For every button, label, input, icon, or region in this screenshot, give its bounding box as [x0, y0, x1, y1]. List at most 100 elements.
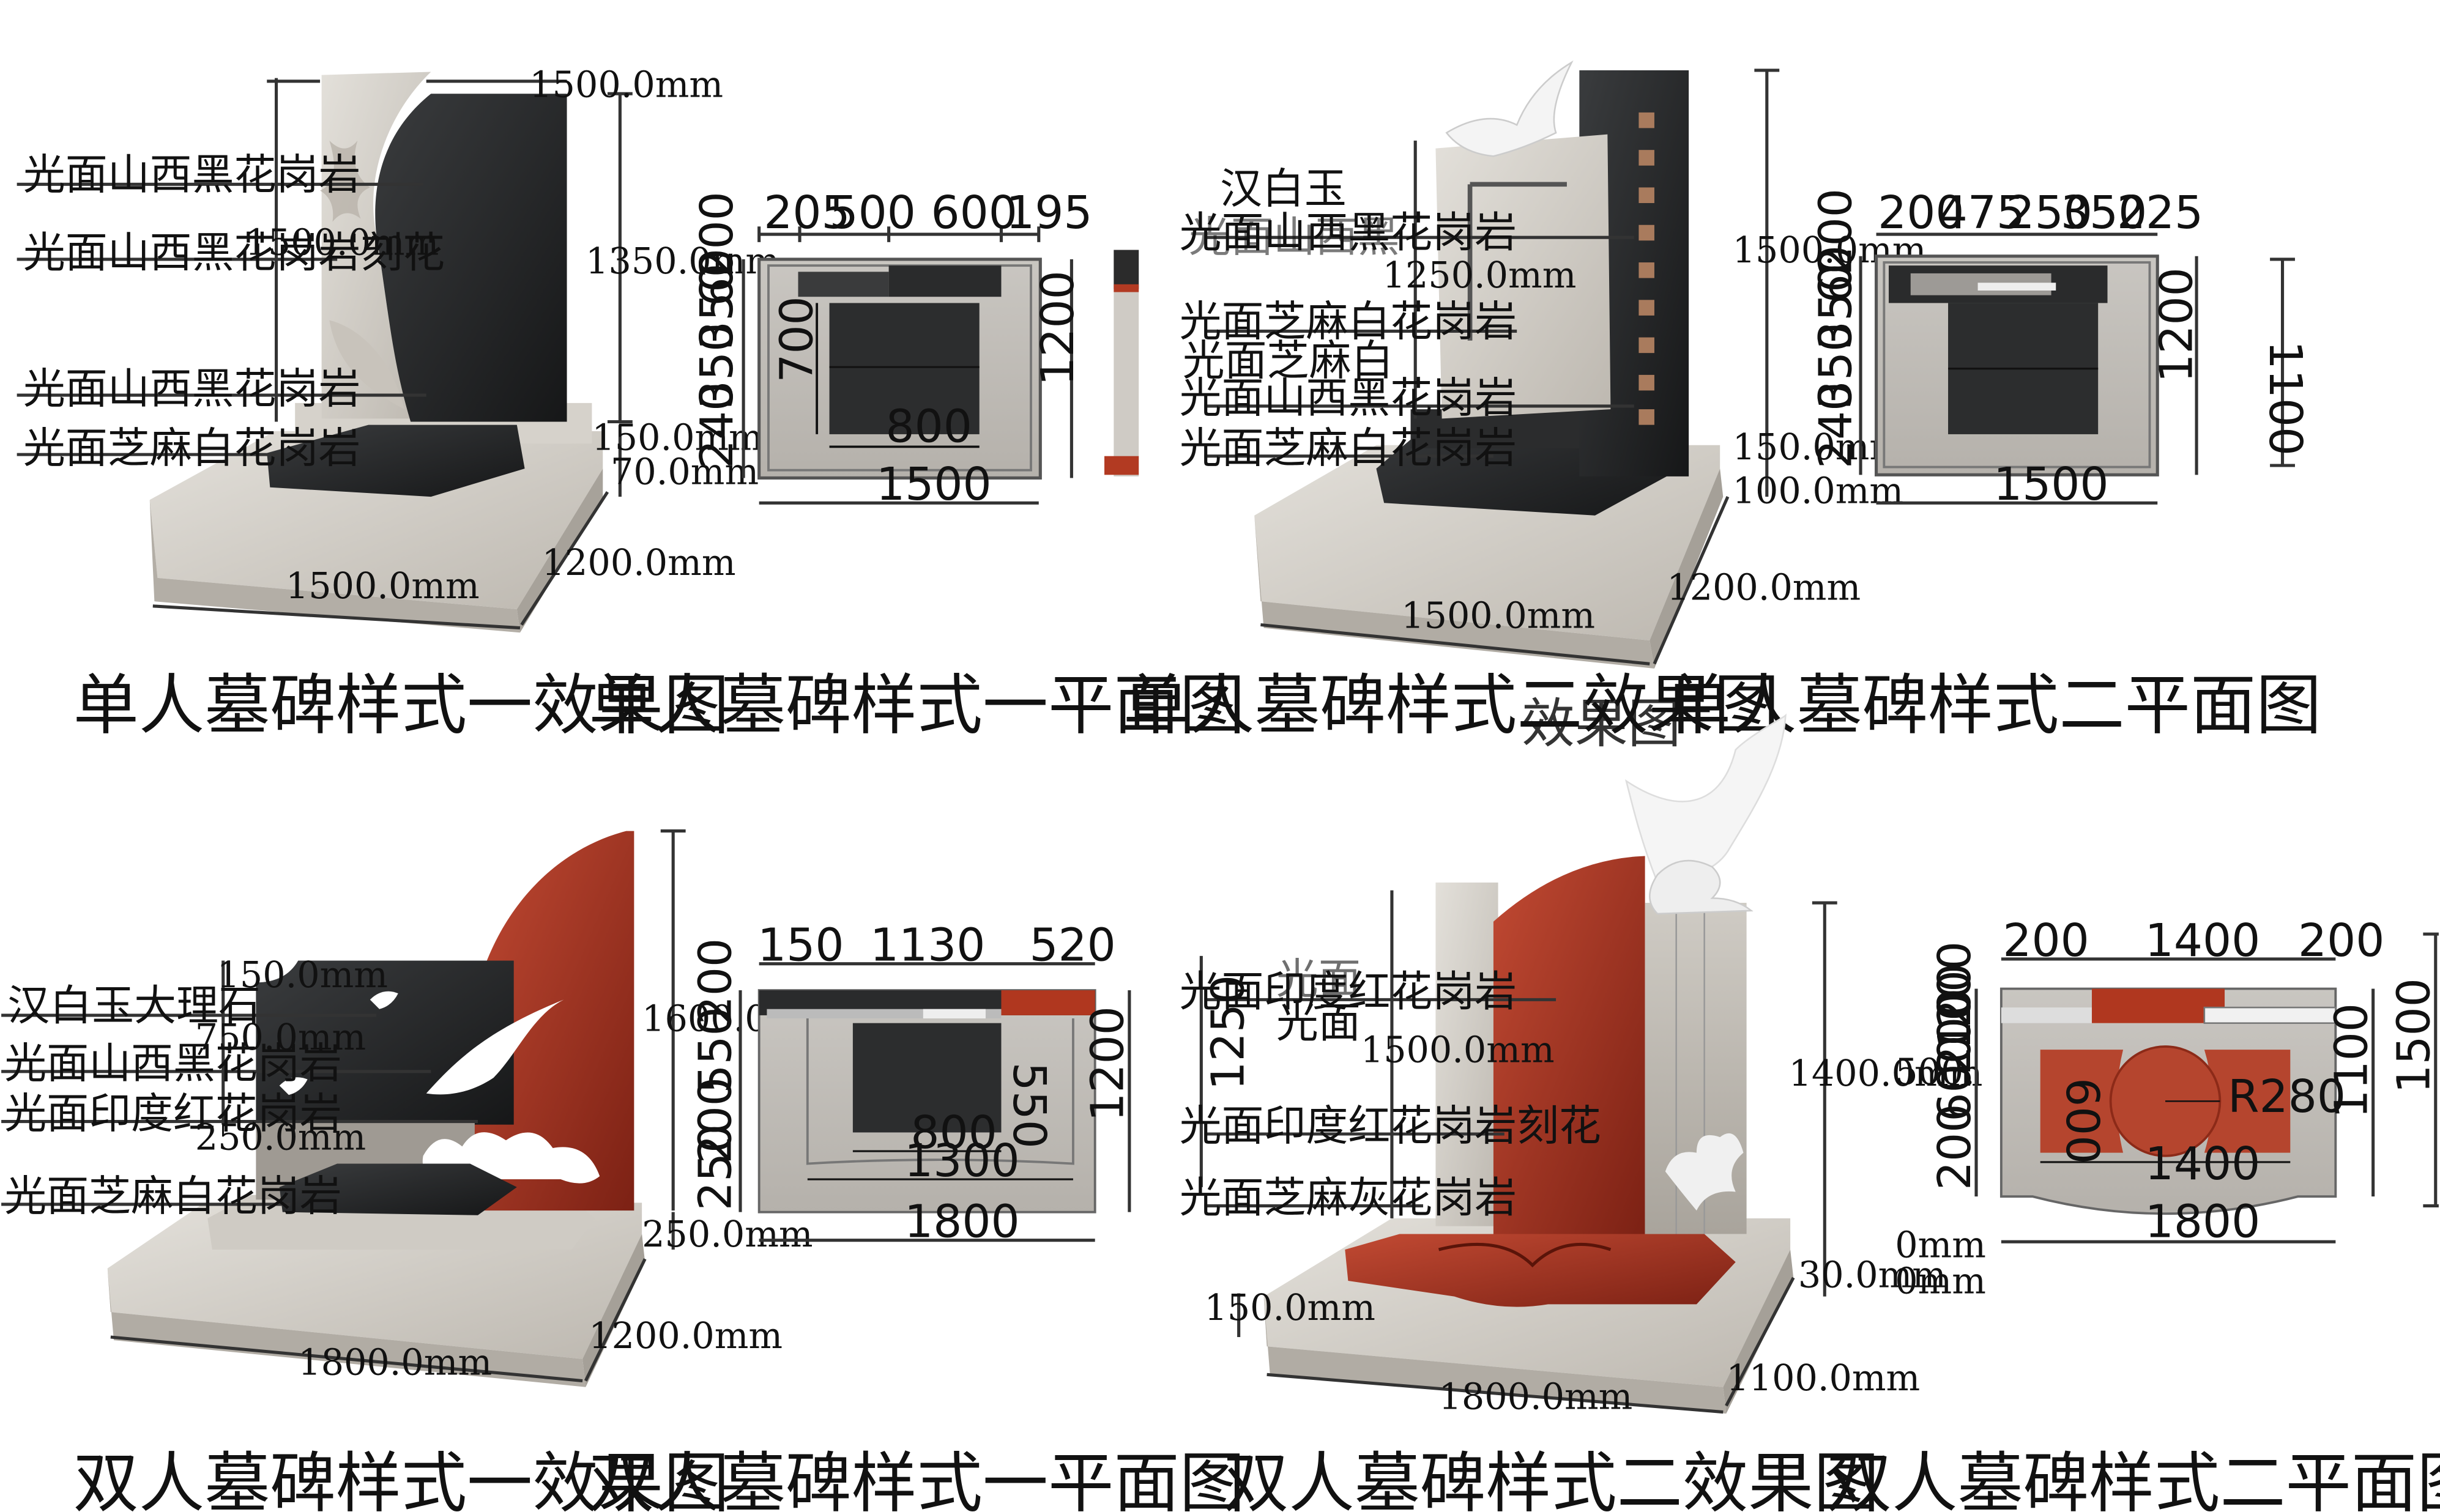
- carved-flower-icon: [320, 140, 370, 222]
- label-7: 光面芝麻白花岗岩: [1180, 424, 1517, 473]
- panel-double-style1-render: 汉白玉大理石 光面山西黑花岗岩 光面印度红花岗岩 光面芝麻白花岗岩 150.0m…: [1, 829, 836, 1512]
- plan-dim-left-4: 250: [690, 1124, 742, 1210]
- plan-dim-inner-w2: 1300: [904, 1135, 1019, 1187]
- label-3: 光面山西黑: [1189, 213, 1400, 262]
- plan-dim-inner-w: 800: [910, 1106, 997, 1159]
- dim-stele-height: 1350.0mm: [586, 240, 779, 282]
- leaf-carving-icon: [329, 320, 404, 410]
- plan-dim-top-3: 250: [2006, 187, 2092, 239]
- label-2: 光面山西黑花岗岩: [1180, 208, 1517, 257]
- label-2: 光面: [1276, 955, 1361, 1004]
- label-1: 汉白玉大理石: [7, 982, 261, 1031]
- label-4: 光面芝麻白花岗岩: [4, 1172, 342, 1221]
- plan-dim-right: 1200: [1032, 270, 1084, 385]
- base-slab-side: [516, 469, 603, 633]
- label-2: 光面山西黑花岗岩: [4, 1039, 342, 1088]
- black-stele: [375, 94, 567, 422]
- dim-5: 250.0mm: [642, 1213, 813, 1255]
- label-3: 光面山西黑花岗岩: [23, 365, 361, 413]
- label-5: 光面芝麻灰花岗岩: [1180, 1174, 1517, 1223]
- panel-double-style2-plan: R280 600 1400 200 1400 200 200 100 200 6…: [1826, 914, 2440, 1512]
- plan-dim-top-4: 350: [2061, 187, 2147, 239]
- dim-1: 1250.0mm: [1383, 254, 1577, 296]
- plan-dim-left-1: 200: [690, 938, 742, 1025]
- plan-dim-right2: 1100: [2259, 341, 2312, 456]
- caption-3b: 效果图: [1522, 693, 1681, 755]
- dim-3: 1400.0mm: [1789, 1052, 1983, 1094]
- plan-dim-left-2: 60: [1810, 245, 1862, 303]
- panel-single-style1-render: 光面山西黑花岗岩 光面山西黑花岗岩刻花 光面山西黑花岗岩 光面芝麻白花岗岩 15…: [17, 63, 779, 744]
- dim-3: 250.0mm: [195, 1116, 366, 1158]
- dim-1: 1250: [1202, 975, 1254, 1090]
- dim-6: 1200.0mm: [589, 1314, 783, 1357]
- dim-height: 1500.0mm: [245, 221, 439, 263]
- dim-2: 1500.0mm: [1361, 1029, 1555, 1071]
- label-2: 光面山西黑花岗岩刻花: [23, 229, 445, 278]
- plan-dim-radius: R280: [2228, 1070, 2346, 1123]
- label-1: 汉白玉: [1220, 165, 1347, 213]
- ledger-stone-3: [279, 1163, 517, 1215]
- plan-dim-top-4: 195: [1006, 187, 1092, 239]
- plan-dim-top-1: 200: [2003, 914, 2089, 967]
- panel-single-style2-plan: 200 475 250 350 225 200 60 350 350 240 1…: [1665, 187, 2322, 744]
- plan-dim-inner-h: 550: [1003, 1062, 1055, 1149]
- dim-8: 500.: [1895, 1050, 1975, 1092]
- plan-headstone: [2091, 988, 2225, 1023]
- dim-plinth: 150.0mm: [592, 416, 762, 458]
- plan-dim-left-4: 350: [1810, 323, 1862, 409]
- plan-dim-right: 1200: [1082, 1006, 1134, 1121]
- label-1: 光面山西黑花岗岩: [23, 150, 361, 199]
- plan-dim-left-1: 200: [1810, 188, 1862, 275]
- caption-5: 双人墓碑样式一效果图: [73, 1445, 730, 1512]
- dim-5: 150.0mm: [1204, 1286, 1375, 1329]
- label-4: 光面印度红花岗岩刻花: [1180, 1102, 1601, 1151]
- plan-dim-right: 1200: [2150, 267, 2203, 382]
- plan-dim-inner-w: 1400: [2145, 1138, 2260, 1190]
- dim-7: 1800.0mm: [298, 1341, 492, 1383]
- label-6: 光面山西黑花岗岩: [1180, 374, 1517, 423]
- dim-ledger: 70.0mm: [611, 451, 759, 493]
- plan-dim-bottom: 1500: [1993, 458, 2108, 511]
- dim-9: 0mm: [1895, 1224, 1986, 1266]
- panel-single-style2-render: 汉白玉 光面山西黑花岗岩 光面山西黑 光面芝麻白花岗岩 光面芝麻白 光面山西黑花…: [1123, 60, 1926, 755]
- caption-7: 双人墓碑样式二效果图: [1223, 1445, 1880, 1512]
- plan-dim-top-3: 200: [2298, 914, 2384, 967]
- plan-dim-inner-w: 800: [886, 401, 972, 453]
- plan-ledger-right: [2204, 1050, 2291, 1153]
- plan-dim-left-4: 600: [1929, 1035, 1981, 1121]
- plan-dim-top-5: 225: [2117, 187, 2203, 239]
- panel-double-style1-plan: 150 1130 520 200 550 200 250 550 800 130…: [589, 919, 1245, 1512]
- plan-dim-top-1: 150: [757, 919, 844, 972]
- plan-dim-left-3: 350: [1810, 264, 1862, 350]
- label-4: 光面芝麻白花岗岩: [1180, 297, 1517, 346]
- plan-dim-top-1: 200: [1878, 187, 1964, 239]
- plan-dim-left-2: 100: [1929, 963, 1981, 1050]
- plan-dim-left-5: 240: [1810, 382, 1862, 469]
- plan-dim-left-2: 60: [691, 248, 743, 306]
- panel-double-style2-render: 光面印度红花岗岩 光面 光面 光面印度红花岗岩刻花 光面芝麻灰花岗岩 1250 …: [1180, 713, 1986, 1512]
- bird-icon: [370, 991, 398, 1009]
- white-stele-left: [1435, 882, 1498, 1226]
- flying-dove-icon: [1624, 713, 1787, 884]
- plan-dim-top-3: 600: [931, 187, 1017, 239]
- bird-icon-2: [279, 1077, 308, 1095]
- plan-dim-left-1: 200: [1929, 941, 1981, 1028]
- flower-carving-icon: [1665, 1133, 1744, 1211]
- plan-dim-left-5: 200: [1929, 1104, 1981, 1190]
- plan-dim-bottom: 1800: [2145, 1196, 2260, 1248]
- red-stele: [1493, 856, 1645, 1234]
- plan-dim-inner-h: 600: [2056, 1078, 2108, 1164]
- dim-7: 1800.0mm: [1439, 1375, 1633, 1417]
- plan-dim-top-2: 475: [1939, 187, 2025, 239]
- white-stele-2: [1435, 134, 1611, 419]
- plan-dim-right2: 1500: [2388, 978, 2440, 1093]
- plan-dim-bottom: 1800: [904, 1196, 1019, 1248]
- plan-dim-left-4: 350: [691, 323, 743, 409]
- stele-squares: [1638, 112, 1654, 425]
- plan-dim-bottom: 1500: [876, 458, 991, 511]
- dim-5: 1200.0mm: [1667, 566, 1861, 609]
- dim-6: 1100.0mm: [1726, 1357, 1920, 1399]
- dim-2: 750.0mm: [195, 1016, 366, 1058]
- plan-dim-inner-h: 700: [770, 296, 823, 382]
